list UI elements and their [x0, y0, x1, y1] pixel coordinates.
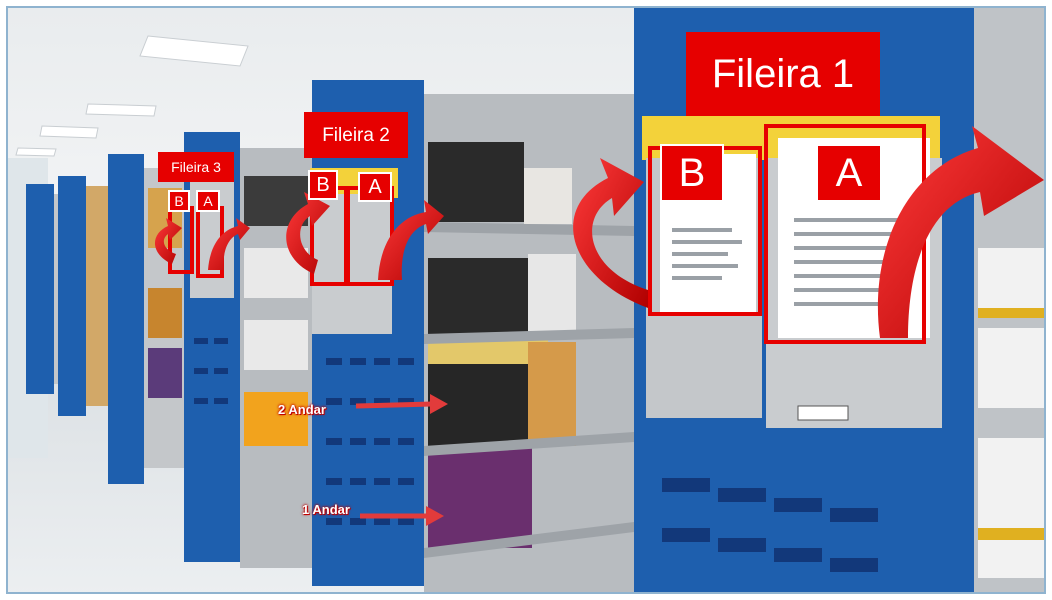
row-1-side-a-label: A: [816, 144, 882, 202]
arrow-icon: [378, 200, 444, 280]
arrow-icon: [154, 218, 182, 264]
arrow-icon: [208, 218, 250, 270]
row-2-side-a-label: A: [358, 172, 392, 202]
ceiling-lights: [15, 35, 249, 157]
row-2-label: Fileira 2: [304, 112, 408, 158]
curved-arrows: [154, 126, 1044, 338]
far-shelf-units: [26, 154, 184, 484]
arrow-right-icon: [430, 394, 448, 414]
arrow-right-icon: [426, 506, 444, 526]
floor-arrows: [355, 394, 448, 526]
row-1-label: Fileira 1: [686, 32, 880, 116]
arrow-icon: [573, 158, 648, 308]
arrow-icon: [286, 192, 330, 274]
row-3-side-b-label: B: [168, 190, 190, 212]
row-2-side-b-label: B: [308, 170, 338, 200]
library-scene: [8, 8, 1044, 592]
floor-2-label: 2 Andar: [278, 402, 326, 417]
photo-frame: Fileira 1 B A Fileira 2 B A Fileira 3 B …: [6, 6, 1046, 594]
row-1-side-b-label: B: [660, 144, 724, 202]
row-3-side-a-label: A: [196, 190, 220, 212]
arrow-icon: [877, 126, 1044, 338]
row-3-label: Fileira 3: [158, 152, 234, 182]
floor-1-label: 1 Andar: [302, 502, 350, 517]
